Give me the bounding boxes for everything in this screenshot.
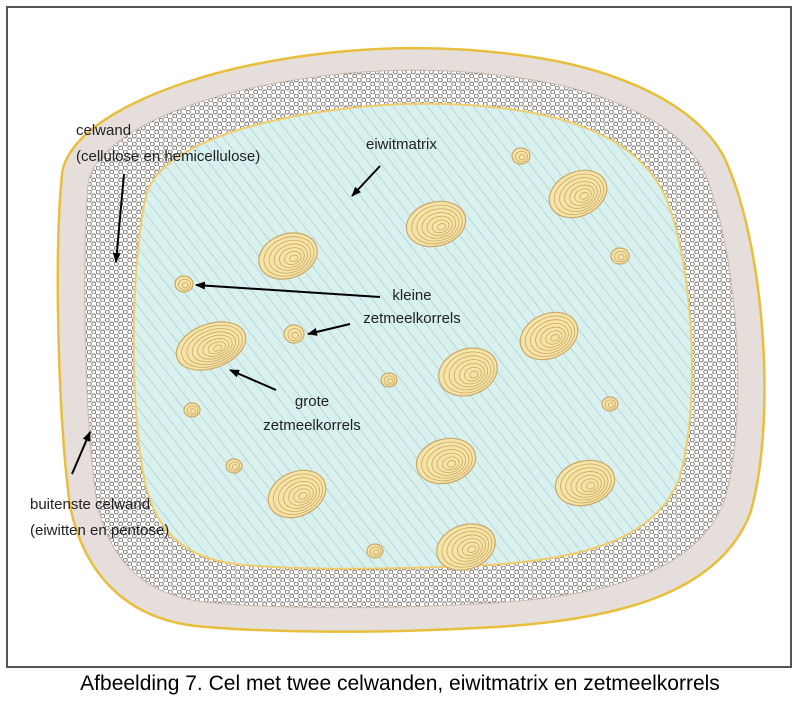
label-celwand: celwand [76, 122, 132, 139]
starch-granules [174, 147, 630, 571]
label-buitenste-2: (eiwitten en pentose) [30, 522, 170, 539]
label-celwand-detail: (cellulose en hemicellulose) [76, 148, 261, 165]
small-starch-granule [225, 458, 243, 474]
large-starch-granule [258, 232, 318, 280]
small-starch-granule [610, 247, 630, 265]
large-starch-granule [554, 459, 616, 507]
arrow-kleine-1 [195, 281, 381, 298]
label-grote-2: zetmeelkorrels [263, 417, 361, 434]
large-starch-granule [415, 437, 477, 485]
small-starch-granule [380, 372, 398, 388]
small-starch-granule [601, 396, 619, 412]
large-starch-granule [405, 200, 467, 248]
label-kleine-1: kleine [392, 287, 432, 304]
small-starch-granule [183, 402, 201, 418]
small-starch-granule [174, 275, 194, 293]
figure-caption: Afbeelding 7. Cel met twee celwanden, ei… [80, 672, 720, 695]
small-starch-granule [283, 324, 305, 344]
large-starch-granule [436, 523, 496, 571]
label-kleine-2: zetmeelkorrels [363, 310, 461, 327]
arrow-buitenste [71, 431, 91, 475]
arrow-eiwitmatrix [351, 165, 381, 197]
small-starch-granule [366, 543, 384, 559]
large-starch-granule [519, 311, 579, 361]
large-starch-granule [267, 469, 327, 519]
protein-matrix [132, 102, 693, 570]
large-starch-granule [548, 169, 608, 219]
label-buitenste-1: buitenste celwand [30, 496, 151, 513]
large-starch-granule [438, 347, 498, 397]
small-starch-granule [511, 147, 531, 165]
arrow-kleine-2 [307, 323, 351, 336]
cell-diagram [56, 46, 766, 633]
large-starch-granule [175, 321, 247, 371]
label-eiwitmatrix: eiwitmatrix [366, 136, 437, 153]
label-grote-1: grote [294, 393, 330, 410]
arrow-grote [229, 369, 277, 391]
arrow-celwand [112, 173, 125, 263]
